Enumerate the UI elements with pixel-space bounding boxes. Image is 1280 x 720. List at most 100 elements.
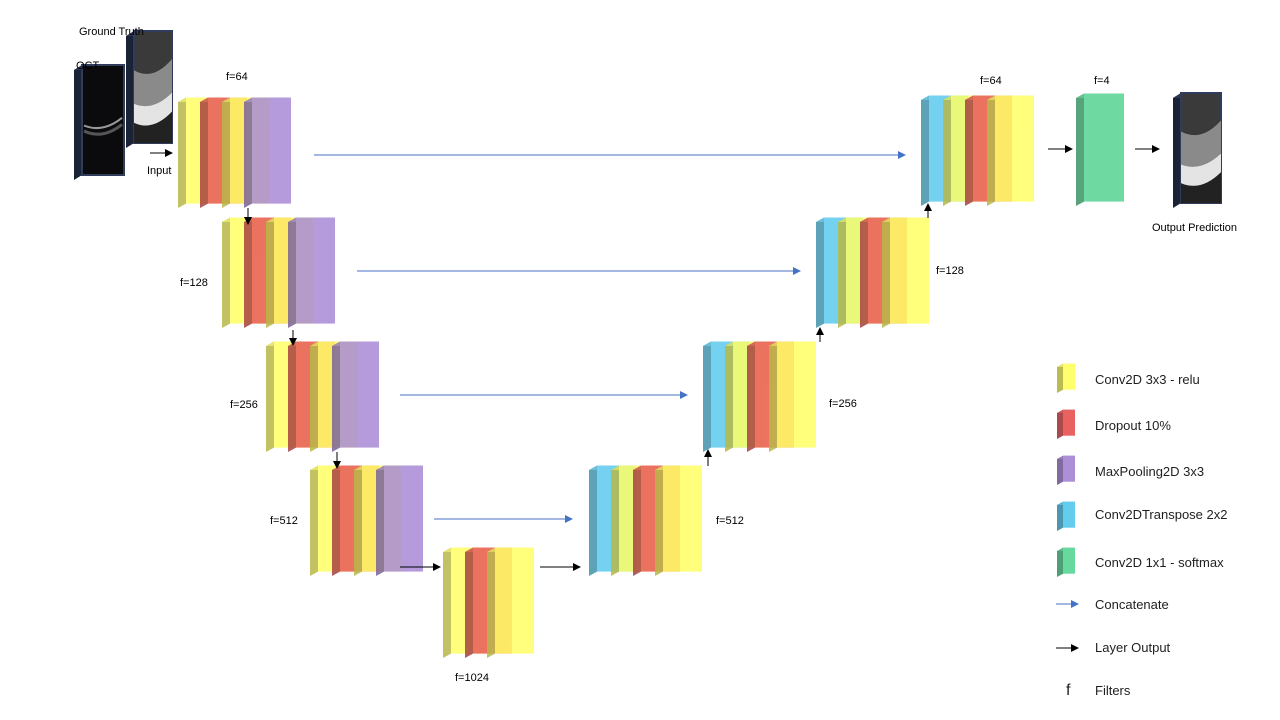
legend-swatch-softmax-shape-side xyxy=(1057,547,1063,577)
dec3-layer-4-conv-relu-side xyxy=(769,341,777,452)
legend-label-dropout: Dropout 10% xyxy=(1095,418,1171,433)
legend-swatch-softmax-shape-front xyxy=(1063,547,1075,574)
dec3-layer-4-conv-relu xyxy=(769,341,816,452)
legend-swatch-conv-relu-shape-front xyxy=(1063,363,1075,390)
legend-label-conv-relu: Conv2D 3x3 - relu xyxy=(1095,372,1200,387)
enc4-layer-4-maxpool xyxy=(376,465,423,576)
decoder-block-3 xyxy=(703,341,816,452)
enc2-layer-4-maxpool-front xyxy=(296,217,335,324)
bottleneck-block xyxy=(443,547,534,658)
img-out-side xyxy=(1173,93,1181,208)
enc4-layer-4-maxpool-front xyxy=(384,465,423,572)
bott-layer-3-conv-relu xyxy=(487,547,534,658)
dec2-layer-1-transpose-side xyxy=(816,217,824,328)
dec2-layer-4-conv-relu-side xyxy=(882,217,890,328)
encoder-block-1 xyxy=(178,97,291,208)
output-prediction-label: Output Prediction xyxy=(1152,222,1237,234)
img-oct-retina-line xyxy=(83,117,123,130)
bott-layer-3-conv-relu-side xyxy=(487,547,495,658)
img-gt-layer-bright xyxy=(134,92,172,126)
enc3-layer-2-dropout-side xyxy=(288,341,296,452)
legend-swatch-maxpool-shape-side xyxy=(1057,455,1063,485)
legend-swatch-conv-relu xyxy=(1057,363,1075,393)
decoder-block-2 xyxy=(816,217,929,328)
enc3-layer-3-conv-relu-side xyxy=(310,341,318,452)
softmax-layer xyxy=(1076,93,1124,206)
legend: Conv2D 3x3 - relu Dropout 10% MaxPooling… xyxy=(1056,363,1227,699)
legend-swatch-dropout xyxy=(1057,409,1075,439)
dec1-layer-2-conv-relu-side xyxy=(943,95,951,206)
dec1-layer-4-conv-relu-front xyxy=(995,95,1034,202)
arrows xyxy=(150,145,1160,571)
legend-swatch-maxpool xyxy=(1057,455,1075,485)
enc3-layer-4-maxpool-side xyxy=(332,341,340,452)
enc1-layer-4-maxpool-front xyxy=(252,97,291,204)
img-gt-side xyxy=(126,31,134,148)
legend-swatch-transpose-shape-front xyxy=(1063,501,1075,528)
enc1-layer-1-conv-relu-side xyxy=(178,97,186,208)
enc4-layer-3-conv-relu-side xyxy=(354,465,362,576)
legend-swatch-softmax-shape xyxy=(1057,547,1075,577)
filter-label-dec1: f=64 xyxy=(980,75,1002,87)
decoder-block-4 xyxy=(589,465,702,576)
dec2-layer-2-conv-relu-side xyxy=(838,217,846,328)
dec4-layer-2-conv-relu-side xyxy=(611,465,619,576)
filter-label-dec2: f=128 xyxy=(936,265,964,277)
legend-swatch-conv-relu-shape xyxy=(1057,363,1075,393)
img-oct-front xyxy=(81,64,125,176)
dec4-layer-1-transpose-side xyxy=(589,465,597,576)
oct-label: OCT xyxy=(76,60,100,72)
dec1-layer-1-transpose-side xyxy=(921,95,929,206)
dec1-layer-3-dropout-side xyxy=(965,95,973,206)
bott-layer-2-dropout-side xyxy=(465,547,473,658)
filter-label-dec4: f=512 xyxy=(716,515,744,527)
legend-label-transpose: Conv2DTranspose 2x2 xyxy=(1095,507,1227,522)
dec1-layer-4-conv-relu xyxy=(987,95,1034,206)
legend-swatch-softmax xyxy=(1057,547,1075,577)
output-prediction-image xyxy=(1173,92,1222,208)
bott-layer-1-conv-relu-side xyxy=(443,547,451,658)
enc2-layer-2-dropout-side xyxy=(244,217,252,328)
filter-label-enc3: f=256 xyxy=(230,399,258,411)
dec4-layer-4-conv-relu xyxy=(655,465,702,576)
softmax-layer-front xyxy=(1084,93,1124,202)
legend-swatch-maxpool-shape xyxy=(1057,455,1075,485)
legend-swatch-dropout-shape-side xyxy=(1057,409,1063,439)
filter-label-output: f=4 xyxy=(1094,75,1110,87)
dec3-layer-1-transpose-side xyxy=(703,341,711,452)
dec2-layer-3-dropout-side xyxy=(860,217,868,328)
legend-filters-symbol: f xyxy=(1066,682,1071,699)
legend-swatch-conv-relu-shape-side xyxy=(1057,363,1063,393)
img-gt-layer-dark xyxy=(134,111,172,143)
legend-swatch-maxpool-shape-front xyxy=(1063,455,1075,482)
enc1-layer-2-dropout-side xyxy=(200,97,208,208)
filter-label-dec3: f=256 xyxy=(829,398,857,410)
input-label: Input xyxy=(147,165,171,177)
img-oct-retina-band xyxy=(83,123,123,136)
dec4-layer-3-dropout-side xyxy=(633,465,641,576)
enc2-layer-4-maxpool-side xyxy=(288,217,296,328)
encoder-block-4 xyxy=(310,465,423,576)
enc1-layer-4-maxpool xyxy=(244,97,291,208)
filter-label-enc1: f=64 xyxy=(226,71,248,83)
img-out-layer-dark xyxy=(1181,172,1221,203)
img-out-layer-bright xyxy=(1181,153,1221,186)
softmax-output-layer xyxy=(1076,93,1124,206)
legend-swatch-dropout-shape-front xyxy=(1063,409,1075,436)
ground-truth-label: Ground Truth xyxy=(79,26,144,38)
enc2-layer-1-conv-relu-side xyxy=(222,217,230,328)
legend-label-maxpool: MaxPooling2D 3x3 xyxy=(1095,464,1204,479)
enc2-layer-4-maxpool xyxy=(288,217,335,328)
legend-label-concatenate: Concatenate xyxy=(1095,597,1169,612)
legend-swatch-transpose-shape-side xyxy=(1057,501,1063,531)
oct-input-image xyxy=(74,64,125,180)
enc1-layer-4-maxpool-side xyxy=(244,97,252,208)
enc3-layer-1-conv-relu-side xyxy=(266,341,274,452)
dec4-layer-4-conv-relu-side xyxy=(655,465,663,576)
enc3-layer-4-maxpool-front xyxy=(340,341,379,448)
img-oct-side xyxy=(74,65,82,180)
legend-label-softmax: Conv2D 1x1 - softmax xyxy=(1095,555,1224,570)
filter-label-bottleneck: f=1024 xyxy=(455,672,489,684)
img-out-layer-mid xyxy=(1181,120,1221,167)
